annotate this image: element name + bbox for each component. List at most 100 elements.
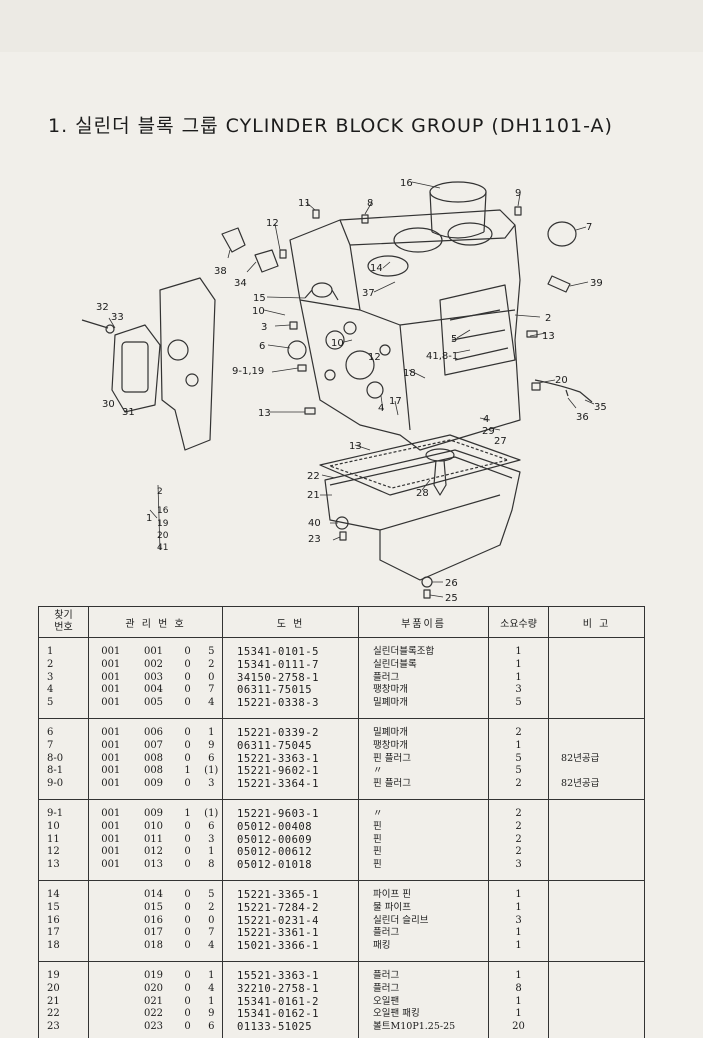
code-3: 0 (174, 859, 201, 881)
code-3: 0 (184, 671, 191, 683)
remark (548, 982, 646, 996)
row-no: 20 (38, 982, 89, 996)
quantity: 1 (488, 671, 550, 685)
part-number: 01133-51025 (222, 1021, 360, 1038)
part-name: 플러그 (358, 982, 490, 996)
code-4: 3 (200, 778, 224, 800)
part-number: 15221-3363-1 (222, 752, 360, 766)
code-1: 001 (88, 859, 133, 881)
code-3: 0 (184, 995, 191, 1007)
code-4: 4 (200, 982, 224, 996)
quantity: 1 (488, 637, 550, 659)
code-2: 008 (143, 752, 164, 764)
part-number: 32210-2758-1 (222, 982, 360, 996)
code-1: 001 (88, 820, 133, 834)
code-2: 021 (143, 995, 164, 1007)
quantity: 1 (488, 940, 550, 962)
remark (548, 961, 646, 983)
callout: 29 (482, 426, 495, 437)
remark (548, 901, 646, 915)
part-name: 팽창마개 (358, 684, 490, 698)
bracket-item: 16 (157, 506, 169, 516)
callout: 10 (331, 338, 344, 349)
code-4: 9 (200, 1008, 224, 1022)
callout: 38 (214, 266, 227, 277)
quantity: 3 (488, 859, 550, 881)
header-code: 관 리 번 호 (87, 606, 224, 638)
code-4: 0 (200, 671, 224, 685)
code-4: 1 (200, 995, 224, 1009)
code-3: 0 (174, 778, 201, 800)
code-2: 002 (143, 658, 164, 670)
code-4: 8 (200, 859, 224, 881)
code-1 (88, 914, 133, 928)
part-name: 핀 플러그 (358, 752, 490, 766)
quantity: 1 (488, 995, 550, 1009)
row-no: 18 (38, 940, 89, 962)
quantity: 2 (488, 833, 550, 847)
callout: 10 (252, 306, 265, 317)
row-no: 19 (38, 961, 89, 983)
remark (548, 859, 646, 881)
callout: 4 (483, 414, 489, 425)
part-name: 팽창마개 (358, 739, 490, 753)
quantity: 1 (488, 880, 550, 902)
code-1 (88, 961, 133, 983)
code-3: 0 (184, 646, 191, 657)
callout: 27 (494, 436, 507, 447)
quantity: 1 (488, 901, 550, 915)
part-number: 15221-0339-2 (222, 718, 360, 740)
row-no: 5 (38, 697, 89, 719)
callout: 30 (102, 399, 115, 410)
code-2: 011 (143, 833, 164, 845)
quantity: 3 (488, 914, 550, 928)
callout: 11 (298, 198, 311, 209)
code-2: 012 (143, 846, 164, 858)
row-no: 13 (38, 859, 89, 881)
remark (548, 995, 646, 1009)
code-1: 001 (88, 684, 133, 698)
part-number: 15341-0161-2 (222, 995, 360, 1009)
code-2: 003 (143, 671, 164, 683)
part-number: 05012-00609 (222, 833, 360, 847)
callout: 5 (451, 334, 457, 345)
code-2: 022 (143, 1008, 164, 1020)
quantity: 1 (488, 1008, 550, 1022)
part-name: 볼트M10P1.25-25 (358, 1021, 490, 1038)
part-number: 15221-7284-2 (222, 901, 360, 915)
quantity: 2 (488, 718, 550, 740)
bracket-item: 20 (157, 531, 169, 541)
code-2: 016 (143, 914, 164, 926)
part-name: 밀폐마개 (358, 718, 490, 740)
code-2: 001 (143, 646, 164, 657)
oil-pan-shape (324, 449, 521, 581)
callout: 15 (253, 293, 266, 304)
code-4: (1) (200, 765, 224, 779)
remark (548, 637, 646, 659)
part-number: 06311-75045 (222, 739, 360, 753)
code-3: 0 (184, 1008, 191, 1020)
code-2: 015 (143, 901, 164, 913)
row-no: 11 (38, 833, 89, 847)
part-number: 15221-0338-3 (222, 697, 360, 719)
remark (548, 927, 646, 941)
callout: 37 (362, 288, 375, 299)
quantity: 20 (488, 1021, 550, 1038)
code-4: 1 (200, 961, 224, 983)
code-2: 009 (143, 807, 164, 819)
row-no: 4 (38, 684, 89, 698)
code-2: 014 (143, 888, 164, 900)
quantity: 5 (488, 765, 550, 779)
page-edge (0, 0, 703, 52)
